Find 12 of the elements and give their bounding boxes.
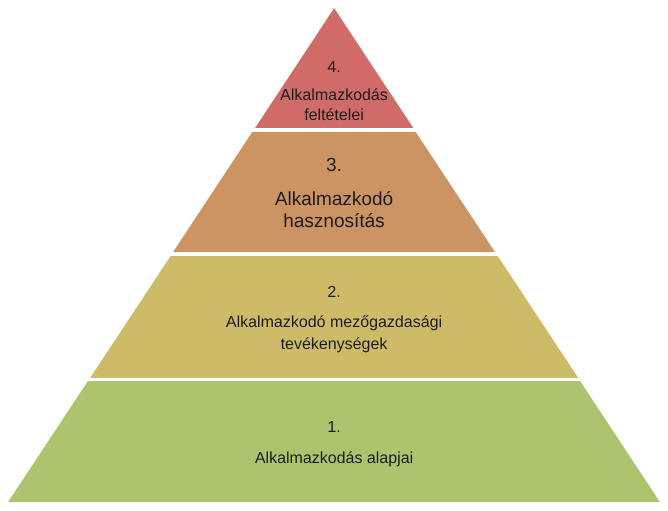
- tier-label: Alkalmazkodó mezőgazdasági tevékenységek: [224, 313, 444, 355]
- pyramid-tier: [8, 381, 660, 502]
- tier-label: Alkalmazkodás feltételei: [279, 86, 389, 126]
- pyramid-tier: [90, 256, 578, 378]
- pyramid-tier: [254, 8, 414, 128]
- tier-label: Alkalmazkodás alapjai: [254, 449, 414, 469]
- pyramid-tier: [172, 132, 495, 252]
- tier-number: 4.: [326, 58, 342, 78]
- tier-number: 2.: [326, 283, 342, 303]
- tier-number: 3.: [325, 155, 343, 177]
- tier-number: 1.: [326, 418, 342, 438]
- tier-label: Alkalmazkodó hasznosítás: [274, 189, 394, 233]
